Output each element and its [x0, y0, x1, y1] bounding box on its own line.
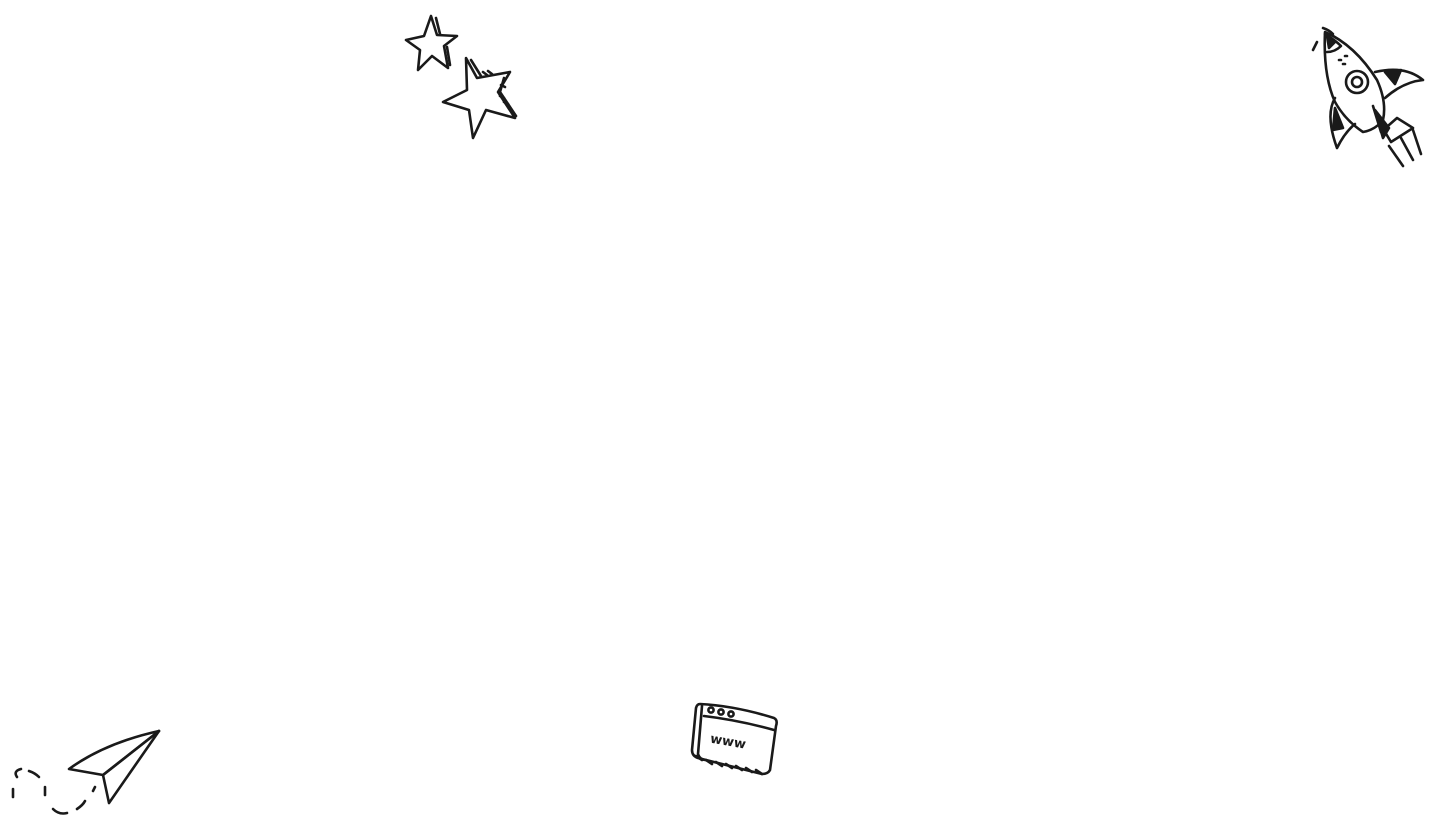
browser-window-icon: www: [690, 702, 778, 776]
rocket-icon: [1311, 26, 1425, 168]
paper-plane-icon: [11, 729, 161, 815]
browser-www-text: www: [709, 732, 747, 753]
stars-icon: [404, 14, 518, 140]
